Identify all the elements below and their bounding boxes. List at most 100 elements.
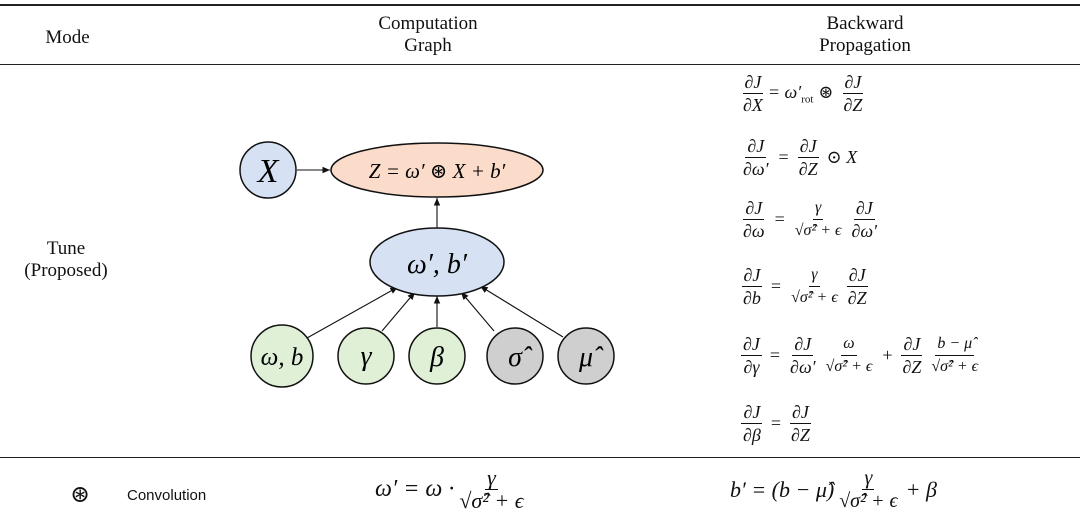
rhs-a: = ω′ — [767, 81, 802, 102]
frac-dj-dx: ∂J∂X — [741, 72, 765, 115]
den: ∂γ — [743, 357, 760, 377]
equation-dj-dgamma: ∂J∂γ = ∂J∂ω′ ω√σ̂² + ϵ + ∂J∂Z b − μ̂√σ̂²… — [738, 334, 983, 377]
edge-mu-to-wbprime — [479, 285, 564, 338]
den2: √σ̂² + ϵ — [794, 222, 842, 239]
num: ∂J — [741, 265, 763, 287]
den3: ∂Z — [847, 288, 867, 308]
den2: ∂ω′ — [790, 357, 816, 377]
header-graph-line2: Graph — [404, 35, 452, 56]
num2: ∂J — [790, 402, 811, 424]
frac-w-sqrt: ω √σ̂² + ϵ — [824, 334, 875, 377]
w-num: γ — [485, 465, 498, 490]
den5: √σ̂² + ϵ — [931, 358, 979, 375]
node-z-label: Z = ω′ ⊛ X + b′ — [369, 159, 506, 183]
equation-dj-dbeta: ∂J∂β = ∂J∂Z — [738, 402, 815, 445]
frac-dj-dw: ∂J∂ω — [741, 198, 767, 241]
den3: √σ̂² + ϵ — [825, 358, 873, 375]
equals: = — [774, 209, 785, 229]
num: ∂J — [741, 402, 763, 424]
body-rule — [0, 457, 1080, 459]
den2: ∂Z — [843, 95, 863, 115]
header-backward-line1: Backward — [826, 13, 904, 34]
equation-b-prime: b′ = (b − μ̂) γ√σ̂² + ϵ + β — [730, 468, 937, 511]
num2: γ — [809, 265, 820, 287]
num3: ω — [841, 334, 857, 356]
node-wb-label: ω, b — [261, 344, 304, 371]
rhs-sub: rot — [801, 93, 814, 106]
frac-gamma-sqrt: γ √σ̂² + ϵ — [793, 198, 844, 241]
tail: ⊙ X — [826, 147, 858, 167]
equals: = — [770, 276, 782, 296]
frac-dj-dz: ∂J∂Z — [789, 402, 812, 445]
num: ∂J — [741, 334, 762, 356]
frac-dj-dbeta: ∂J∂β — [741, 402, 763, 445]
den: ∂b — [743, 288, 761, 308]
frac-dj-dz: ∂J∂Z — [842, 72, 865, 115]
equation-w-prime: ω′ = ω · γ√σ̂² + ϵ — [375, 465, 529, 513]
frac-dj-db: ∂J∂b — [741, 265, 763, 308]
den: ∂X — [743, 95, 763, 115]
num3: ∂J — [853, 198, 875, 220]
frac-gamma-sqrt: γ √σ̂² + ϵ — [789, 265, 840, 308]
frac-dj-dgamma: ∂J∂γ — [741, 334, 762, 377]
frac-gamma-sqrt: γ√σ̂² + ϵ — [837, 468, 899, 511]
w-den: √σ̂² + ϵ — [459, 488, 524, 513]
b-tail: + β — [905, 476, 937, 502]
num4: ∂J — [901, 334, 923, 356]
frac-b-mu-sqrt: b − μ̂ √σ̂² + ϵ — [929, 334, 980, 377]
top-rule — [0, 4, 1080, 6]
frac-dj-dz: ∂J∂Z — [797, 136, 820, 179]
header-graph-line1: Computation — [378, 13, 478, 34]
den2: ∂Z — [791, 425, 810, 445]
equation-dj-dx: ∂J∂X = ω′rot⊛ ∂J∂Z — [738, 72, 867, 115]
num5: b − μ̂ — [935, 334, 975, 356]
frac-dj-dwprime: ∂J∂ω′ — [788, 334, 818, 377]
den2: √σ̂² + ϵ — [791, 289, 838, 306]
plus: + — [882, 345, 893, 365]
frac-dj-dz: ∂J∂Z — [900, 334, 923, 377]
edge-wb-input-to-wbprime — [306, 286, 399, 339]
frac-dj-dwprime: ∂J∂ω′ — [849, 198, 879, 241]
node-z-ellipse — [330, 142, 544, 198]
num: ∂J — [745, 136, 767, 158]
b-den: √σ̂² + ϵ — [839, 490, 898, 512]
frac-dj-dwprime: ∂J∂ω′ — [741, 136, 771, 179]
den3: ∂ω′ — [851, 221, 878, 241]
header-rule — [0, 64, 1080, 66]
node-gamma-circle — [337, 327, 395, 385]
num2: γ — [812, 198, 824, 220]
header-mode: Mode — [45, 27, 90, 48]
header-backward-line2: Propagation — [819, 35, 911, 56]
edge-sigma-to-wbprime — [460, 291, 495, 332]
den2: ∂Z — [798, 159, 818, 179]
equals: = — [770, 413, 782, 433]
equation-dj-dwprime: ∂J∂ω′ = ∂J∂Z ⊙ X — [738, 136, 857, 179]
node-wb-prime-ellipse — [369, 227, 505, 297]
den4: ∂Z — [902, 357, 922, 377]
frac-gamma-sqrt: γ√σ̂² + ϵ — [457, 465, 525, 513]
node-beta-circle — [408, 327, 466, 385]
node-wb-prime-label: ω′, b′ — [407, 249, 468, 280]
header-backward-propagation: Backward Propagation — [765, 13, 965, 57]
conv-label: Convolution — [127, 487, 207, 504]
den: ∂ω — [743, 221, 765, 241]
w-lhs: ω′ = ω · — [375, 476, 455, 502]
mode-line1: Tune — [46, 238, 86, 259]
frac-dj-dz: ∂J∂Z — [846, 265, 869, 308]
equals: = — [769, 345, 781, 365]
equals: = — [778, 147, 789, 167]
edge-gamma-to-wbprime — [381, 291, 416, 332]
equation-dj-db: ∂J∂b = γ√σ̂² + ϵ ∂J∂Z — [738, 265, 872, 308]
node-mu-circle — [557, 327, 615, 385]
b-lhs: b′ = (b − μ̂) — [730, 476, 835, 502]
conv-symbol: ⊛ — [70, 482, 91, 508]
graph-edges — [297, 166, 564, 339]
mode-cell: Tune (Proposed) — [8, 238, 124, 282]
header-computation-graph: Computation Graph — [328, 13, 528, 57]
node-x-circle — [239, 141, 297, 199]
num: ∂J — [742, 72, 764, 94]
b-num: γ — [862, 467, 875, 490]
node-wb-circle — [250, 324, 314, 388]
node-x-label: X — [256, 153, 280, 190]
num2: ∂J — [842, 72, 864, 94]
